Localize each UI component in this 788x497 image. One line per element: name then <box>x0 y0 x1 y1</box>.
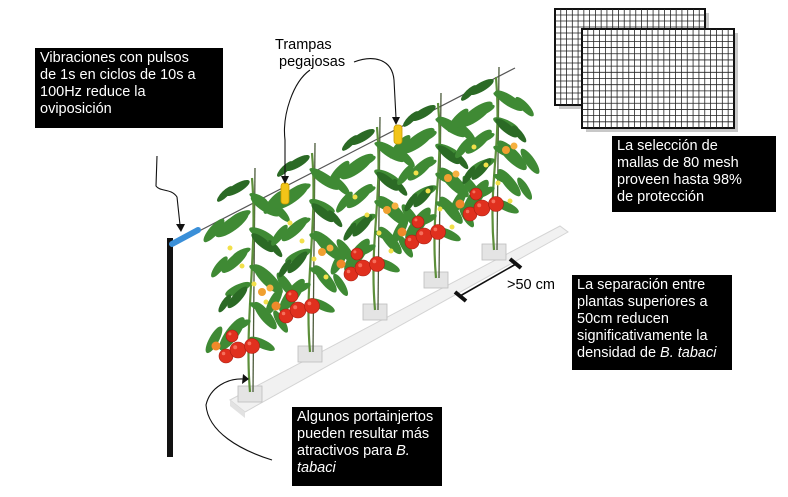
traps-label: Trampas pegajosas <box>275 37 345 71</box>
vibrator-icon <box>172 230 198 244</box>
sticky-trap-icon <box>394 125 402 144</box>
mesh-panel-icon <box>555 9 738 132</box>
tomato-plants <box>201 67 543 402</box>
vibration-note: Vibraciones con pulsos de 1s en ciclos d… <box>35 48 223 128</box>
rootstock-note: Algunos portainjertos pueden resultar má… <box>292 407 442 486</box>
distance-label: >50 cm <box>507 277 555 294</box>
mesh-note: La selección de mallas de 80 mesh provee… <box>612 136 776 212</box>
sticky-trap-icon <box>281 183 289 204</box>
spacing-note: La separación entre plantas superiores a… <box>572 275 732 370</box>
